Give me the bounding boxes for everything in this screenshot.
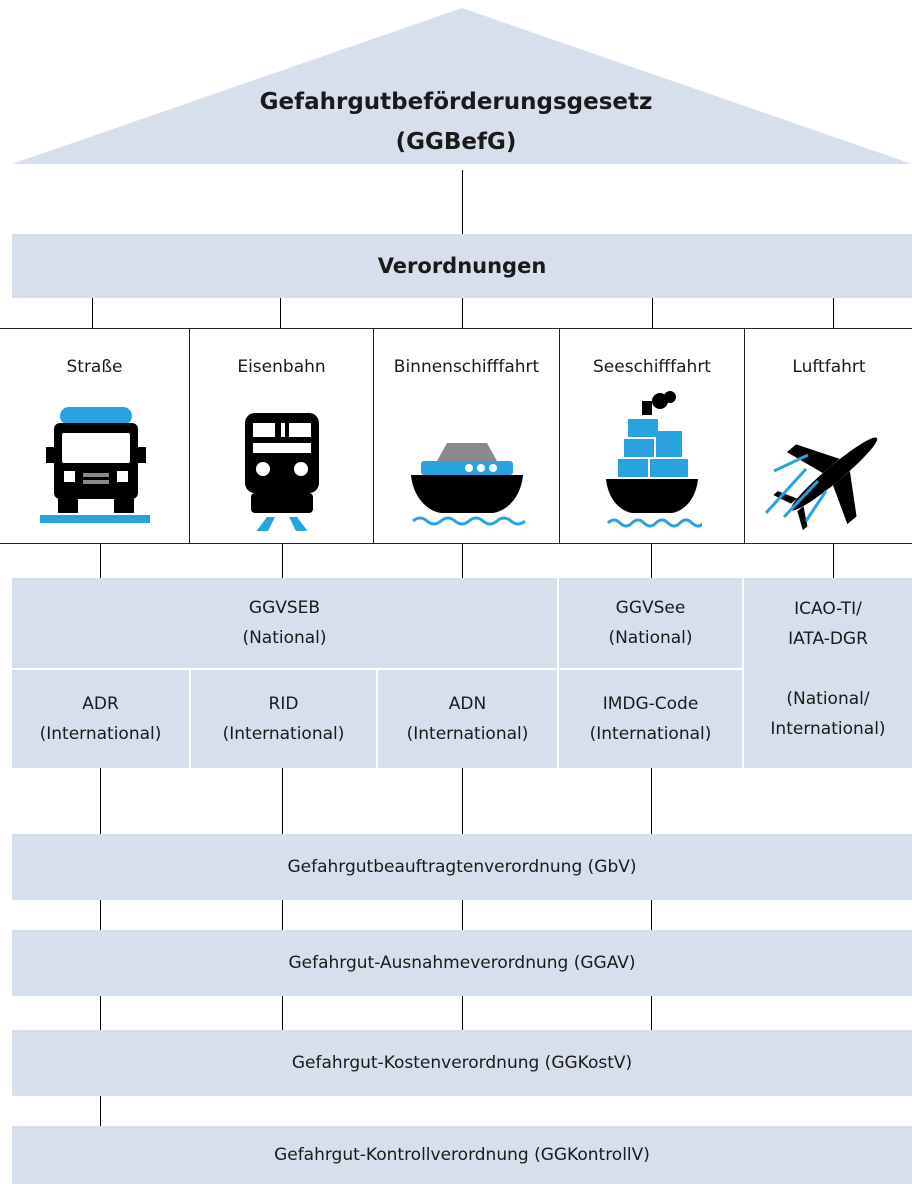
connector-line <box>100 768 101 834</box>
connector-line <box>651 544 652 578</box>
connector-line <box>651 768 652 834</box>
connector-line <box>833 298 834 328</box>
icao-name: ICAO-TI/ <box>794 599 862 619</box>
gbv-band: Gefahrgutbeauftragtenverordnung (GbV) <box>12 834 912 900</box>
connector-line <box>280 298 281 328</box>
cargo-ship-icon <box>606 391 702 528</box>
ggkostv-band: Gefahrgut-Kostenverordnung (GGKostV) <box>12 1030 912 1096</box>
train-icon <box>244 413 319 531</box>
river-boat-icon <box>410 443 526 526</box>
connector-line <box>651 996 652 1030</box>
connector-line <box>651 900 652 930</box>
mode-box-luftfahrt: Luftfahrt <box>744 328 912 544</box>
verordnungen-band: Verordnungen <box>12 234 912 298</box>
mode-label: Straße <box>66 357 123 377</box>
connector-line <box>462 996 463 1030</box>
connector-line <box>282 544 283 578</box>
connector-line <box>282 768 283 834</box>
connector-line <box>282 900 283 930</box>
connector-line <box>92 298 93 328</box>
rid-name: RID <box>268 694 299 714</box>
connector-line <box>652 298 653 328</box>
connector-line <box>100 544 101 578</box>
gbv-label: Gefahrgutbeauftragtenverordnung (GbV) <box>287 857 637 877</box>
icao-cell: ICAO-TI/ IATA-DGR (National/ Internation… <box>744 578 912 768</box>
connector-line <box>100 900 101 930</box>
roof-shape <box>12 8 912 164</box>
connector-line <box>462 768 463 834</box>
imdg-name: IMDG-Code <box>602 694 699 714</box>
mode-label: Binnenschifffahrt <box>393 357 540 377</box>
ggvsee-name: GGVSee <box>615 598 686 618</box>
adr-name: ADR <box>82 694 119 714</box>
truck-icon <box>39 407 150 523</box>
airplane-icon <box>764 437 878 531</box>
mode-box-eisenbahn: Eisenbahn <box>189 328 374 544</box>
adn-cell: ADN (International) <box>378 670 557 768</box>
icao-scope-1: (National/ <box>786 689 870 709</box>
ggvseb-name: GGVSEB <box>248 598 321 618</box>
connector-line <box>462 544 463 578</box>
iata-name: IATA-DGR <box>788 629 868 649</box>
imdg-scope: (International) <box>589 724 712 744</box>
mode-label: Seeschifffahrt <box>593 357 711 377</box>
adn-scope: (International) <box>406 724 529 744</box>
ggkostv-label: Gefahrgut-Kostenverordnung (GGKostV) <box>291 1053 633 1073</box>
rid-cell: RID (International) <box>191 670 376 768</box>
ggkontrollv-label: Gefahrgut-Kontrollverordnung (GGKontroll… <box>274 1145 650 1165</box>
connector-line <box>100 996 101 1030</box>
connector-line <box>100 1096 101 1126</box>
ggav-label: Gefahrgut-Ausnahmeverordnung (GGAV) <box>288 953 636 973</box>
connector-line <box>462 298 463 328</box>
ggvsee-cell: GGVSee (National) <box>559 578 742 668</box>
connector-line <box>833 544 834 578</box>
connector-line <box>462 170 463 234</box>
mode-label: Luftfahrt <box>792 357 866 377</box>
ggvsee-scope: (National) <box>608 628 693 648</box>
rid-scope: (International) <box>222 724 345 744</box>
icao-scope-2: International) <box>770 719 886 739</box>
imdg-cell: IMDG-Code (International) <box>559 670 742 768</box>
adr-scope: (International) <box>39 724 162 744</box>
mode-label: Eisenbahn <box>237 357 326 377</box>
verordnungen-label: Verordnungen <box>377 254 547 278</box>
connector-line <box>462 900 463 930</box>
ggkontrollv-band: Gefahrgut-Kontrollverordnung (GGKontroll… <box>12 1126 912 1184</box>
law-title: Gefahrgutbeförderungsgesetz <box>259 89 653 115</box>
law-abbreviation: (GGBefG) <box>395 129 517 155</box>
mode-box-strasse: Straße <box>0 328 190 544</box>
adn-name: ADN <box>448 694 487 714</box>
mode-box-binnenschifffahrt: Binnenschifffahrt <box>373 328 560 544</box>
ggvseb-cell: GGVSEB (National) <box>12 578 557 668</box>
connector-line <box>282 996 283 1030</box>
mode-box-seeschifffahrt: Seeschifffahrt <box>559 328 745 544</box>
ggav-band: Gefahrgut-Ausnahmeverordnung (GGAV) <box>12 930 912 996</box>
adr-cell: ADR (International) <box>12 670 189 768</box>
ggvseb-scope: (National) <box>242 628 327 648</box>
